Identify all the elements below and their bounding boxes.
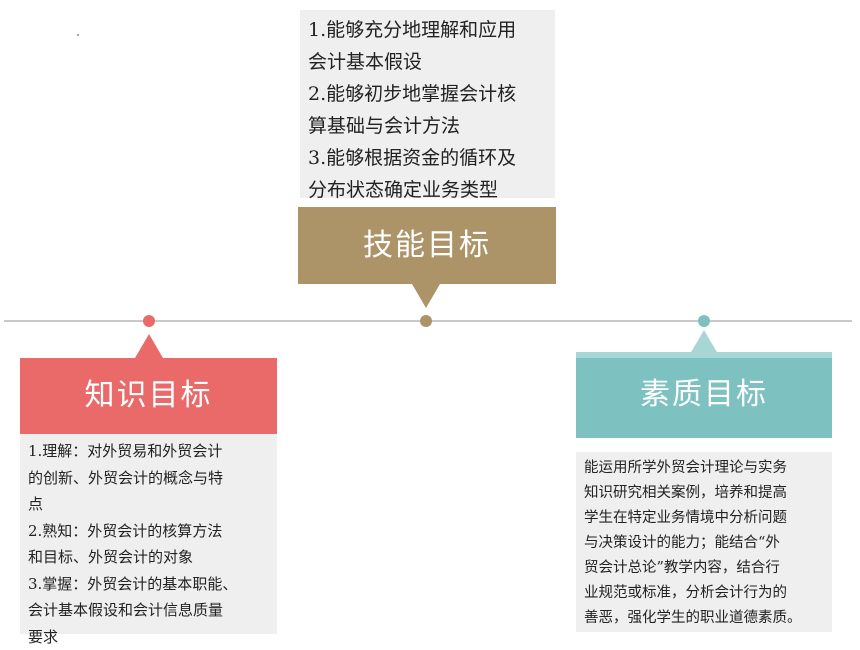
knowledge-line: 3.掌握：外贸会计的基本职能、: [28, 571, 269, 598]
skill-line: 分布状态确定业务类型: [308, 174, 547, 206]
knowledge-line: 2.熟知：外贸会计的核算方法: [28, 518, 269, 545]
skill-line: 2.能够初步地掌握会计核: [308, 78, 547, 110]
knowledge-goal-text: 1.理解：对外贸易和外贸会计 的创新、外贸会计的概念与特 点 2.熟知：外贸会计…: [20, 434, 277, 634]
quality-goal-text: 能运用所学外贸会计理论与实务 知识研究相关案例，培养和提高 学生在特定业务情境中…: [576, 452, 832, 632]
quality-pointer-arrow: [690, 330, 718, 354]
quality-line: 学生在特定业务情境中分析问题: [584, 506, 824, 531]
knowledge-line: 要求: [28, 624, 269, 650]
skill-line: 算基础与会计方法: [308, 110, 547, 142]
knowledge-line: 点: [28, 491, 269, 518]
stray-dot: [77, 34, 79, 36]
quality-goal-title-text: 素质目标: [640, 377, 768, 412]
knowledge-goal-title: 知识目标: [20, 358, 277, 434]
skill-line: 会计基本假设: [308, 46, 547, 78]
quality-line: 知识研究相关案例，培养和提高: [584, 481, 824, 506]
skill-goal-title: 技能目标: [298, 207, 556, 284]
quality-line: 与决策设计的能力；能结合“外: [584, 531, 824, 556]
knowledge-line: 1.理解：对外贸易和外贸会计: [28, 438, 269, 465]
skill-goal-text: 1.能够充分地理解和应用 会计基本假设 2.能够初步地掌握会计核 算基础与会计方…: [300, 10, 555, 198]
knowledge-line: 和目标、外贸会计的对象: [28, 544, 269, 571]
quality-title-stripe: [576, 352, 832, 358]
quality-line: 贸会计总论”教学内容，结合行: [584, 556, 824, 581]
quality-line: 能运用所学外贸会计理论与实务: [584, 456, 824, 481]
knowledge-line: 会计基本假设和会计信息质量: [28, 597, 269, 624]
knowledge-pointer-arrow: [135, 334, 163, 358]
quality-goal-title: 素质目标: [576, 352, 832, 438]
knowledge-node-dot: [143, 315, 155, 327]
skill-line: 3.能够根据资金的循环及: [308, 142, 547, 174]
skill-line: 1.能够充分地理解和应用: [308, 14, 547, 46]
knowledge-line: 的创新、外贸会计的概念与特: [28, 465, 269, 492]
quality-line: 善恶，强化学生的职业道德素质。: [584, 606, 824, 631]
quality-line: 业规范或标准，分析会计行为的: [584, 581, 824, 606]
skill-pointer-arrow: [412, 284, 440, 308]
quality-node-dot: [698, 315, 710, 327]
skill-node-dot: [420, 315, 432, 327]
